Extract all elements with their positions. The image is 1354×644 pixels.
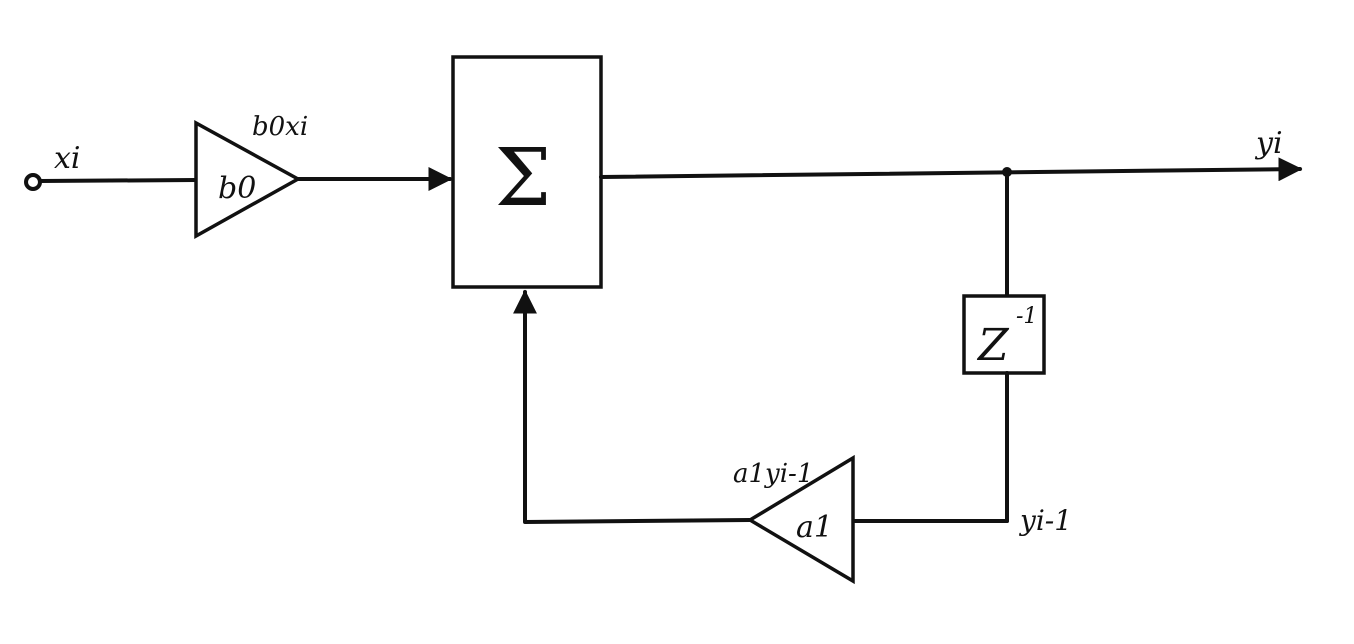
gain-b0-amplifier xyxy=(194,120,302,239)
gain-a1-output-label: a1yi-1 xyxy=(733,459,813,489)
input-terminal xyxy=(24,173,42,191)
summer-symbol: Σ xyxy=(495,131,552,224)
gain-a1-label: a1 xyxy=(796,510,833,545)
gain-b0-label: b0 xyxy=(218,171,256,206)
delayed-output-label: yi-1 xyxy=(1018,504,1072,537)
delay-label: Z xyxy=(976,320,1010,371)
summer-block xyxy=(451,55,603,289)
gain-b0-output-label: b0xi xyxy=(252,112,308,142)
feedback-wire xyxy=(513,289,752,524)
output-label: yi xyxy=(1254,126,1283,161)
delay-exponent: -1 xyxy=(1016,304,1037,329)
input-label: xi xyxy=(54,141,81,176)
gain-a1-amplifier xyxy=(746,454,855,585)
delay-block xyxy=(962,294,1046,375)
input-wire xyxy=(38,178,198,183)
output-wire xyxy=(599,157,1303,182)
